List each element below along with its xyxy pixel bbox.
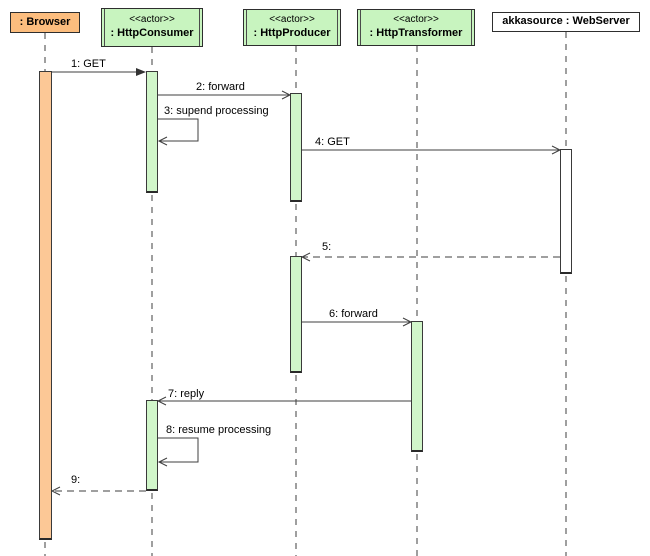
lifelines xyxy=(44,32,567,556)
message-label-6: 6: forward xyxy=(329,308,378,320)
message-lines xyxy=(52,71,560,492)
actor-stereotype: <<actor>> xyxy=(393,14,439,26)
message-label-3: 3: supend processing xyxy=(164,105,269,117)
actor-name: akkasource : WebServer xyxy=(502,15,630,28)
message-line-8-self xyxy=(158,437,199,463)
actor-stereotype: <<actor>> xyxy=(269,14,315,26)
open-arrowhead-3 xyxy=(157,136,168,146)
activation-http-consumer-1 xyxy=(146,71,158,193)
activation-http-consumer-2 xyxy=(146,400,158,491)
open-arrowhead-7 xyxy=(156,396,167,406)
message-label-2: 2: forward xyxy=(196,81,245,93)
activation-http-producer-1 xyxy=(290,93,302,202)
filled-arrowhead-1 xyxy=(136,68,146,76)
message-label-8: 8: resume processing xyxy=(166,424,272,436)
actor-name: : HttpTransformer xyxy=(369,26,463,39)
actor-box-web-server: akkasource : WebServer xyxy=(492,12,640,32)
actor-box-browser: : Browser xyxy=(10,12,80,33)
actor-name: : HttpConsumer xyxy=(110,26,194,39)
message-line-3-self xyxy=(158,118,199,142)
open-arrowhead-9 xyxy=(50,486,61,496)
actor-box-http-consumer: <<actor>> : HttpConsumer xyxy=(101,8,203,47)
actor-stereotype: <<actor>> xyxy=(129,14,175,26)
activation-http-transformer xyxy=(411,321,423,452)
activation-web-server xyxy=(560,149,572,274)
activation-browser xyxy=(39,71,52,540)
message-label-4: 4: GET xyxy=(315,136,350,148)
message-label-9: 9: xyxy=(71,474,81,486)
actor-name: : HttpProducer xyxy=(253,26,331,39)
message-label-1: 1: GET xyxy=(71,58,106,70)
actor-box-http-producer: <<actor>> : HttpProducer xyxy=(243,9,341,46)
open-arrowhead-5 xyxy=(300,252,311,262)
open-arrowheads xyxy=(50,90,562,496)
message-label-5: 5: xyxy=(322,241,332,253)
activation-http-producer-2 xyxy=(290,256,302,373)
actor-name: : Browser xyxy=(19,15,71,28)
message-label-7: 7: reply xyxy=(168,388,205,400)
actor-box-http-transformer: <<actor>> : HttpTransformer xyxy=(357,9,475,46)
open-arrowhead-8 xyxy=(157,457,168,467)
